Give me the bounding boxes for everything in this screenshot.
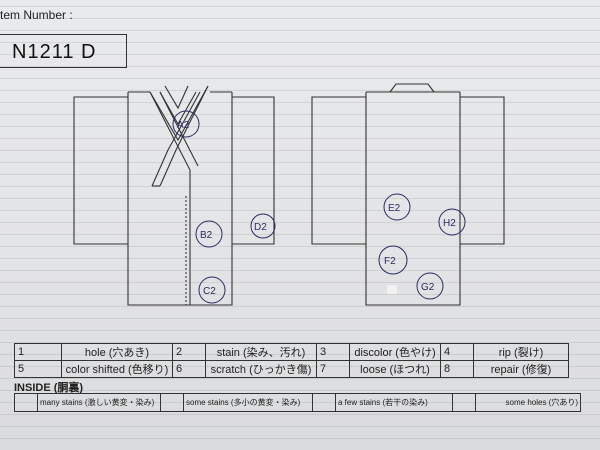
svg-text:C2: C2 <box>203 286 216 297</box>
mark-e2: E2 <box>383 193 411 221</box>
mark-f2: F2 <box>378 245 408 275</box>
svg-text:B2: B2 <box>200 230 213 241</box>
mark-c2: C2 <box>198 276 226 304</box>
inside-label: INSIDE (胴裏) <box>14 382 84 394</box>
back-left-sleeve <box>311 96 366 245</box>
front-left-sleeve <box>73 96 128 245</box>
front-right-sleeve <box>232 96 275 245</box>
inside-option-many-stains: many stains (激しい黄変・染み) <box>37 393 161 412</box>
inside-checkbox-few-stains[interactable] <box>312 393 336 412</box>
back-collar <box>389 83 435 93</box>
legend-row: 1 hole (穴あき) 2 stain (染み、汚れ) 3 discolor … <box>14 343 569 361</box>
svg-text:F2: F2 <box>384 256 396 267</box>
item-number-label: tem Number : <box>0 8 73 22</box>
item-number-value: N1211 D <box>12 41 97 63</box>
inside-checkbox-some-stains[interactable] <box>160 393 184 412</box>
front-body <box>127 92 233 306</box>
svg-text:H2: H2 <box>443 218 456 229</box>
inside-checkbox-some-holes[interactable] <box>452 393 476 412</box>
item-number-box <box>0 34 127 68</box>
svg-text:D2: D2 <box>254 222 267 233</box>
legend-row: 5 color shifted (色移り) 6 scratch (ひっかき傷) … <box>14 360 569 378</box>
front-collar <box>149 85 209 142</box>
mark-d2: D2 <box>250 213 276 239</box>
inside-condition-table: many stains (激しい黄変・染み) some stains (多小の黄… <box>14 393 581 412</box>
mark-a2: A2 <box>172 110 200 138</box>
back-body <box>365 92 461 306</box>
damage-patch <box>387 285 397 294</box>
mark-b2: B2 <box>195 220 223 248</box>
inside-option-few-stains: a few stains (若干の染み) <box>335 393 453 412</box>
mark-h2: H2 <box>438 208 466 236</box>
inside-option-some-holes: some holes (穴あり) <box>475 393 581 412</box>
svg-text:G2: G2 <box>421 282 435 293</box>
kimono-front-diagram <box>73 85 275 306</box>
back-right-sleeve <box>460 96 505 245</box>
svg-text:A2: A2 <box>177 120 190 131</box>
inside-option-some-stains: some stains (多小の黄変・染み) <box>183 393 313 412</box>
svg-text:E2: E2 <box>388 203 401 214</box>
mark-g2: G2 <box>416 272 444 300</box>
kimono-back-diagram <box>311 83 505 306</box>
inside-checkbox-many-stains[interactable] <box>14 393 38 412</box>
defect-legend: 1 hole (穴あき) 2 stain (染み、汚れ) 3 discolor … <box>14 343 569 378</box>
